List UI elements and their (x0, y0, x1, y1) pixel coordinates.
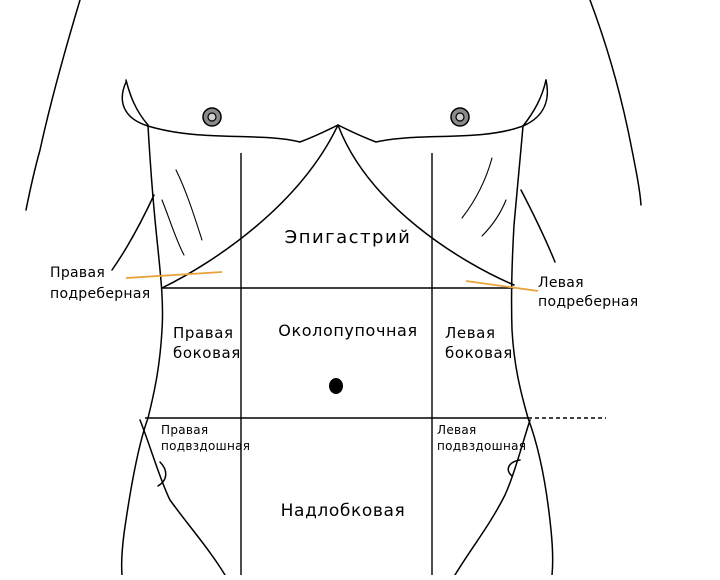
right-lateral-label-line1: Правая (173, 324, 234, 342)
left-arm-inner-line (111, 194, 155, 271)
region-grid (145, 153, 606, 575)
left-lateral-label-line2: боковая (445, 344, 513, 362)
left-armpit-line (125, 79, 149, 126)
left-pectoral-contour (121, 81, 339, 143)
left-nipple (202, 107, 222, 127)
right-hip-notch (507, 459, 521, 477)
left-shoulder-contour (25, 0, 81, 211)
left-hypochondriac-label-line2: подреберная (538, 294, 639, 310)
right-shoulder-contour (589, 0, 642, 206)
navel (329, 378, 343, 394)
hypogastric-label: Надлобковая (281, 501, 406, 521)
right-pectoral-contour (337, 79, 549, 143)
right-rib-stroke-1 (461, 157, 493, 219)
umbilical-label: Околопупочная (278, 321, 417, 340)
right-nipple (450, 107, 470, 127)
left-hip-notch (157, 461, 167, 487)
right-rib-stroke-2 (481, 199, 507, 237)
right-armpit-line (522, 79, 547, 127)
left-rib-stroke-2 (161, 199, 185, 256)
left-flank-contour (120, 125, 164, 576)
right-iliac-label-line2: подвздошная (161, 439, 250, 453)
right-iliac-label-line1: Правая (161, 423, 208, 437)
right-groin-contour (454, 419, 531, 576)
right-hypochondriac-label-line2: подреберная (50, 286, 151, 302)
costal-margin (161, 124, 515, 289)
left-iliac-label-line1: Левая (437, 423, 477, 437)
left-rib-stroke-1 (175, 169, 203, 241)
right-hypochondriac-leader (125, 271, 223, 279)
right-lateral-label-line2: боковая (173, 344, 241, 362)
left-hypochondriac-label-line1: Левая (538, 275, 584, 291)
left-groin-contour (139, 419, 226, 576)
left-iliac-label-line2: подвздошная (437, 439, 526, 453)
left-lateral-label-line1: Левая (445, 324, 496, 342)
right-hypochondriac-label-line1: Правая (50, 265, 105, 281)
right-arm-inner-line (520, 189, 556, 263)
right-flank-contour (510, 125, 554, 576)
epigastric-label: Эпигастрий (285, 227, 412, 248)
left-hypochondriac-leader (465, 280, 539, 292)
torso-outline (25, 0, 642, 576)
